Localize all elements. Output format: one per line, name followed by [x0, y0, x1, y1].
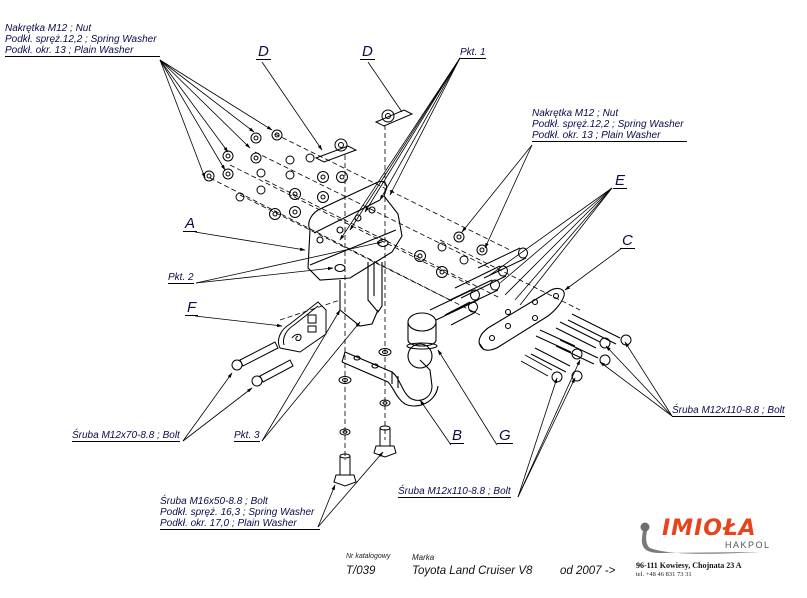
point-label-pkt3: Pkt. 3 [234, 430, 260, 442]
callout-line: Podkł. okr. 17,0 ; Plain Washer [160, 518, 320, 530]
part-c-plate [478, 287, 565, 351]
part-d-left [314, 138, 358, 163]
callout-text: Śruba M12x110-8.8 ; Bolt [398, 486, 511, 498]
leader-lines-top-right [461, 144, 533, 249]
nuts-top-right [414, 231, 488, 278]
leader-a [194, 231, 306, 251]
leader-lines-bolt-m12x110-bottom [517, 359, 581, 498]
part-e-spacers [429, 247, 528, 326]
callout-bolt-m16-washers: Śruba M16x50-8.8 ; Bolt Podkł. spręż. 16… [160, 496, 320, 530]
callout-text: Śruba M12x70-8.8 ; Bolt [72, 430, 180, 442]
callout-bolt-m12x110-right: Śruba M12x110-8.8 ; Bolt [672, 405, 785, 417]
leader-lines-pkt1 [339, 57, 461, 241]
part-label-g: G [497, 427, 513, 444]
callout-line: Podkł. okr. 13 ; Plain Washer [532, 130, 687, 142]
callout-line: Podkł. spręż.12,2 ; Spring Washer [5, 34, 157, 45]
make-value: Toyota Land Cruiser V8 [412, 565, 533, 577]
leader-b [419, 399, 452, 446]
part-label-d-right: D [360, 43, 375, 60]
nuts-top-left [203, 129, 283, 182]
part-label-f: F [185, 299, 199, 316]
point-label-pkt2: Pkt. 2 [168, 272, 194, 284]
leader-lines-pkt3 [261, 309, 361, 442]
bolts-m16 [333, 425, 397, 487]
callout-line: Nakrętka M12 ; Nut [532, 108, 619, 119]
leader-lines-e [489, 187, 613, 306]
part-d-right [374, 109, 414, 127]
assembly-axis-lines [209, 125, 581, 460]
washers-top-left [235, 153, 348, 220]
company-logo-hook [640, 522, 760, 554]
part-label-c: C [620, 232, 635, 249]
leader-d-left [261, 61, 323, 151]
leader-f [194, 315, 283, 328]
leader-lines-pkt2 [195, 241, 383, 284]
company-sub-brand: HAKPOL [725, 540, 771, 550]
leader-c [564, 247, 623, 291]
leader-lines-bolt-m12x110-right [599, 341, 673, 417]
callout-nut-washers-top-left: Nakrętka M12 ; Nut Podkł. spręż.12,2 ; S… [5, 23, 160, 57]
bolts-m12x110 [520, 313, 632, 383]
callout-line: Podkł. spręż. 16,3 ; Spring Washer [160, 507, 315, 518]
part-label-e: E [613, 172, 628, 189]
year-range: od 2007 -> [560, 565, 616, 577]
part-g-ball-cap [406, 312, 438, 350]
part-label-b: B [450, 427, 465, 444]
company-phone: tel. +48 46 831 73 31 [636, 571, 692, 578]
part-label-a: A [183, 215, 198, 232]
callout-text: Śruba M12x110-8.8 ; Bolt [672, 405, 785, 417]
leader-lines-bolt-m12x70 [182, 372, 253, 442]
part-b-ball-hook [341, 343, 439, 407]
part-label-d-left: D [256, 43, 271, 60]
leader-lines-bolt-m16 [317, 451, 384, 528]
company-address: 96-111 Kowiesy, Chojnata 23 A [636, 561, 742, 570]
part-f-socket-plate [277, 301, 327, 353]
part-a-bracket [307, 180, 403, 327]
callout-line: Podkł. spręż.12,2 ; Spring Washer [532, 119, 684, 130]
leader-lines-top-left [159, 59, 273, 179]
callout-line: Podkł. okr. 13 ; Plain Washer [5, 45, 160, 57]
leader-d-right [367, 61, 403, 113]
point-label-pkt1: Pkt. 1 [460, 47, 486, 59]
callout-bolt-m12x110-bottom: Śruba M12x110-8.8 ; Bolt [398, 486, 511, 498]
leader-g [437, 349, 498, 446]
make-label: Marka [412, 553, 435, 562]
catalog-number-value: T/039 [346, 565, 376, 577]
bolts-m12x70 [231, 341, 294, 387]
washers-m16 [338, 348, 392, 436]
callout-line: Nakrętka M12 ; Nut [5, 23, 92, 34]
company-brand-name: IMIOŁA [662, 516, 757, 541]
catalog-number-label: Nr katalogowy [346, 553, 391, 560]
callout-line: Śruba M16x50-8.8 ; Bolt [160, 496, 268, 507]
callout-nut-washers-top-right: Nakrętka M12 ; Nut Podkł. spręż.12,2 ; S… [532, 108, 687, 142]
callout-bolt-m12x70: Śruba M12x70-8.8 ; Bolt [72, 430, 180, 442]
